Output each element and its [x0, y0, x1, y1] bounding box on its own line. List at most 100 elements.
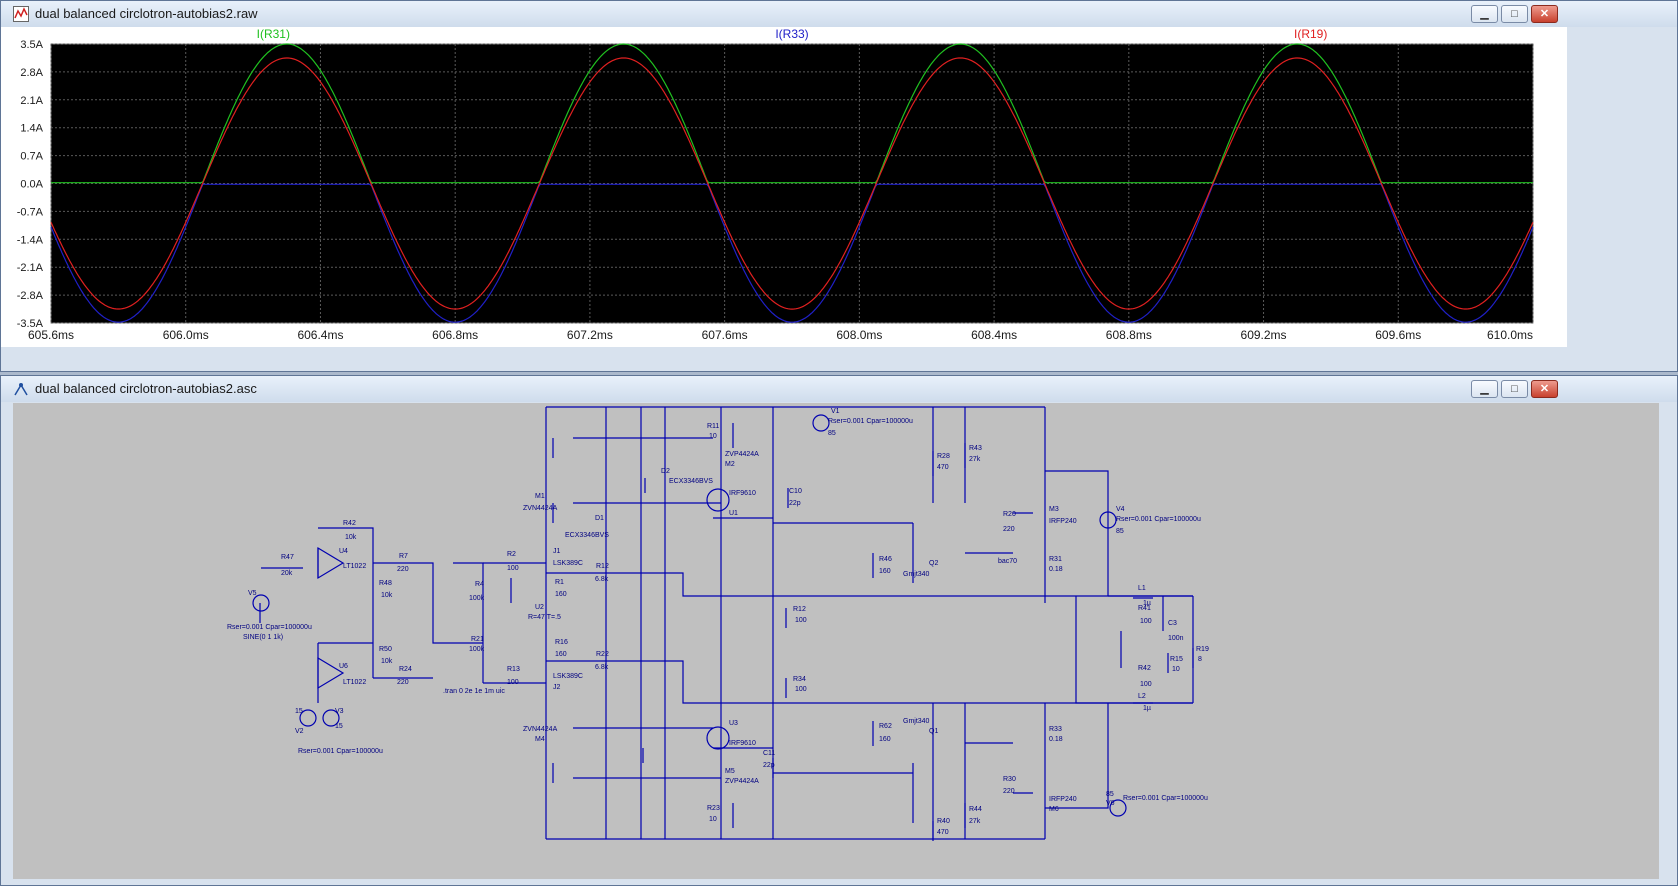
- y-tick-label: -0.7A: [17, 206, 44, 218]
- label-r43: R43: [969, 445, 982, 452]
- label-r41v: 100: [1140, 618, 1152, 625]
- label-v1_value: 85: [828, 430, 836, 437]
- label-m2: M2: [725, 461, 735, 468]
- label-r22: R22: [596, 651, 609, 658]
- label-r16v: 160: [555, 651, 567, 658]
- label-vsrc_sine: SINE(0 1 1k): [243, 634, 283, 641]
- label-c11v: 22p: [763, 762, 775, 769]
- x-tick-label: 607.2ms: [567, 328, 613, 342]
- label-l2: L2: [1138, 693, 1146, 700]
- x-tick-label: 608.0ms: [836, 328, 882, 342]
- label-bac: bac70: [998, 558, 1017, 565]
- label-u6_model: LT1022: [343, 679, 366, 686]
- label-v6_params: Rser=0.001 Cpar=100000u: [1123, 795, 1208, 802]
- label-r42: R42: [343, 520, 356, 527]
- label-m4: M4: [535, 736, 545, 743]
- x-tick-label: 609.2ms: [1241, 328, 1287, 342]
- minimize-button[interactable]: ▁: [1471, 5, 1498, 23]
- label-r47: R47: [281, 554, 294, 561]
- label-vsrc: V5: [248, 590, 257, 597]
- label-r50: R50: [379, 646, 392, 653]
- label-v3: V3: [335, 708, 344, 715]
- label-j2: J2: [553, 684, 561, 691]
- label-q1m: Gmjt340: [903, 718, 930, 725]
- label-r15v: 10: [1172, 666, 1180, 673]
- waveform-titlebar[interactable]: dual balanced circlotron-autobias2.raw ▁…: [1, 1, 1677, 27]
- label-r20: R20: [1003, 511, 1016, 518]
- label-c11: C11: [763, 750, 775, 757]
- close-button[interactable]: ✕: [1531, 5, 1558, 23]
- label-r31: R31: [1049, 556, 1062, 563]
- label-r4v: 100k: [469, 595, 485, 602]
- label-r13: R13: [507, 666, 520, 673]
- label-u1: U1: [729, 510, 738, 517]
- label-l1v: 1µ: [1143, 600, 1151, 607]
- trace-ir31: [51, 43, 1533, 184]
- label-c10: C10: [789, 488, 802, 495]
- label-r12av: 6.8k: [595, 576, 609, 583]
- label-u2: U2: [535, 604, 544, 611]
- label-l1: L1: [1138, 585, 1146, 592]
- waveform-plot[interactable]: 3.5A2.8A2.1A1.4A0.7A0.0A-0.7A-1.4A-2.1A-…: [1, 27, 1567, 347]
- label-c3: C3: [1168, 620, 1177, 627]
- label-j1: J1: [553, 548, 561, 555]
- label-r4: R4: [475, 581, 484, 588]
- waveform-window-title: dual balanced circlotron-autobias2.raw: [35, 6, 258, 21]
- label-r46v: 160: [879, 568, 891, 575]
- label-r12a: R12: [596, 563, 609, 570]
- label-v6: V6: [1106, 800, 1115, 807]
- label-v2_value: 15: [295, 708, 303, 715]
- label-r19v: 8: [1198, 656, 1202, 663]
- label-r33: R33: [1049, 726, 1062, 733]
- schematic-titlebar[interactable]: dual balanced circlotron-autobias2.asc ▁…: [1, 376, 1677, 402]
- y-tick-label: 2.8A: [20, 67, 43, 79]
- label-r44v: 27k: [969, 818, 981, 825]
- maximize-button[interactable]: □: [1501, 5, 1528, 23]
- label-d1: D1: [595, 515, 604, 522]
- label-c10v: 22p: [789, 500, 801, 507]
- y-tick-label: 2.1A: [20, 95, 43, 107]
- label-r19: R19: [1196, 646, 1209, 653]
- label-r12v: 100: [795, 617, 807, 624]
- label-d2: D2: [661, 468, 670, 475]
- legend-entry: I(R33): [775, 27, 808, 41]
- label-m4m: ZVN4424A: [523, 726, 558, 733]
- x-tick-label: 607.6ms: [702, 328, 748, 342]
- label-m1m: ZVN4424A: [523, 505, 558, 512]
- label-r23: R23: [707, 805, 720, 812]
- x-tick-label: 605.6ms: [28, 328, 74, 342]
- label-m2m: ZVP4424A: [725, 451, 759, 458]
- label-vsrc_params: Rser=0.001 Cpar=100000u: [227, 624, 312, 631]
- plot-grid: [50, 43, 1534, 324]
- schematic-window-title: dual balanced circlotron-autobias2.asc: [35, 381, 257, 396]
- traces: [50, 43, 1534, 323]
- label-m5: M5: [725, 768, 735, 775]
- label-r40: R40: [937, 818, 950, 825]
- x-tick-label: 608.8ms: [1106, 328, 1152, 342]
- minimize-button[interactable]: ▁: [1471, 380, 1498, 398]
- y-axis: 3.5A2.8A2.1A1.4A0.7A0.0A-0.7A-1.4A-2.1A-…: [17, 39, 44, 330]
- x-tick-label: 610.0ms: [1487, 328, 1533, 342]
- label-u4: U4: [339, 548, 348, 555]
- close-button[interactable]: ✕: [1531, 380, 1558, 398]
- label-u6: U6: [339, 663, 348, 670]
- label-r2: R2: [507, 551, 516, 558]
- label-r31v: 0.18: [1049, 566, 1063, 573]
- maximize-button[interactable]: □: [1501, 380, 1528, 398]
- label-r21: R21: [471, 636, 484, 643]
- y-tick-label: -3.5A: [17, 318, 44, 330]
- label-v1_params: Rser=0.001 Cpar=100000u: [828, 418, 913, 425]
- label-m5m: ZVP4424A: [725, 778, 759, 785]
- waveform-icon: [13, 6, 29, 22]
- label-v4_params: Rser=0.001 Cpar=100000u: [1116, 516, 1201, 523]
- schematic-components: [252, 414, 1194, 841]
- schematic-wires: [259, 406, 1194, 840]
- label-r33v: 0.18: [1049, 736, 1063, 743]
- y-tick-label: 0.0A: [20, 179, 43, 191]
- label-m3m: IRFP240: [1049, 518, 1077, 525]
- trace-ir19: [50, 57, 1534, 310]
- label-r30v: 220: [1003, 788, 1015, 795]
